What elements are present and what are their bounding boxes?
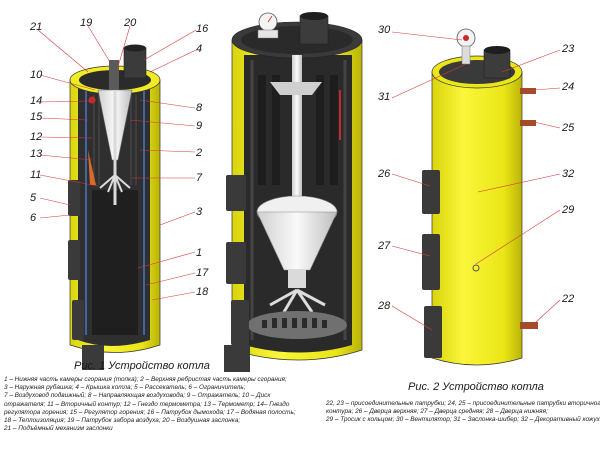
- middle-boiler: [224, 12, 363, 372]
- fig1-legend: 1 – Нижняя часть камеры сгорания (топка)…: [4, 376, 296, 433]
- fig2-label-29: 29: [561, 204, 574, 216]
- fig1-label-8: 8: [196, 102, 203, 114]
- fig1-label-19: 19: [80, 17, 92, 29]
- fig2-label-25: 25: [561, 122, 575, 134]
- fig2-label-23: 23: [561, 43, 575, 55]
- fig2-label-31: 31: [378, 91, 390, 103]
- fig2-label-24: 24: [561, 81, 574, 93]
- fig2-label-22: 22: [561, 293, 574, 305]
- fig1-leaders: [37, 25, 197, 301]
- fig1-label-5: 5: [30, 192, 37, 204]
- fig2-label-30: 30: [378, 24, 391, 36]
- fig2-label-28: 28: [377, 300, 391, 312]
- fig1-label-17: 17: [196, 267, 209, 279]
- fig1-label-13: 13: [30, 148, 43, 160]
- fig2-legend-line: контура; 26 – Дверца верхняя; 27 – Дверц…: [326, 408, 548, 416]
- fig1-label-14: 14: [30, 95, 42, 107]
- fig1-legend-line: 1 – Нижняя часть камеры сгорания (топка)…: [4, 376, 287, 383]
- fig2-label-32: 32: [562, 168, 574, 180]
- fig1-label-9: 9: [196, 120, 202, 132]
- fig1-label-4: 4: [196, 43, 202, 55]
- fig1-legend-line: 21 – Подъёмный механизм заслонки: [4, 425, 113, 433]
- fig1-label-18: 18: [196, 286, 209, 298]
- fig1-legend-line: 7 – Воздуховод подвижный; 8 – Направляющ…: [4, 392, 271, 400]
- fig1-label-11: 11: [30, 169, 41, 181]
- fig2-number-labels: 30 31 23 24 25 26 32 29 27 28 22: [377, 24, 575, 312]
- fig1-legend-line: регулятора горения; 15 – Регулятор горен…: [4, 408, 296, 416]
- fig1-label-1: 1: [196, 247, 202, 259]
- fig1-label-2: 2: [195, 147, 202, 159]
- fig1-label-20: 20: [123, 17, 137, 29]
- fig1-caption: Рис. 1 Устройство котла: [74, 360, 210, 372]
- fig2-label-26: 26: [377, 168, 391, 180]
- fig2-legend-line: 22, 23 – присоединительные патрубки; 24,…: [326, 400, 600, 407]
- fig2-label-27: 27: [377, 240, 391, 252]
- fig2-legend-line: 29 – Тросик с кольцом; 30 – Вентилятор; …: [326, 416, 600, 424]
- fig1-label-15: 15: [30, 111, 43, 123]
- fig1-number-labels: 21 19 20 16 4 10 14 15 12 13 11 5 6 8 9 2 7 3 1 17 18: [29, 17, 209, 298]
- fig1-legend-line: 3 – Наружная рубашка; 4 – Крышка котла; …: [4, 384, 246, 392]
- fig1-label-3: 3: [196, 206, 203, 218]
- fig1-label-6: 6: [30, 212, 37, 224]
- fig2-boiler: [422, 28, 538, 366]
- fig2-caption: Рис. 2 Устройство котла: [408, 381, 544, 393]
- fig2-leaders: [391, 31, 561, 331]
- fig1-label-12: 12: [30, 131, 42, 143]
- fig1-label-7: 7: [196, 172, 203, 184]
- fig1-boiler: [68, 44, 161, 370]
- fig1-legend-line: 18 – Теплоизоляция; 19 – Патрубок забора…: [4, 417, 241, 425]
- fig1-label-21: 21: [29, 21, 42, 33]
- fig2-legend: 22, 23 – присоединительные патрубки; 24,…: [326, 400, 600, 425]
- fig1-label-16: 16: [196, 23, 209, 35]
- fig1-label-10: 10: [30, 69, 43, 81]
- fig1-legend-line: отражателя; 11 – Вторичный контур; 12 – …: [4, 400, 290, 408]
